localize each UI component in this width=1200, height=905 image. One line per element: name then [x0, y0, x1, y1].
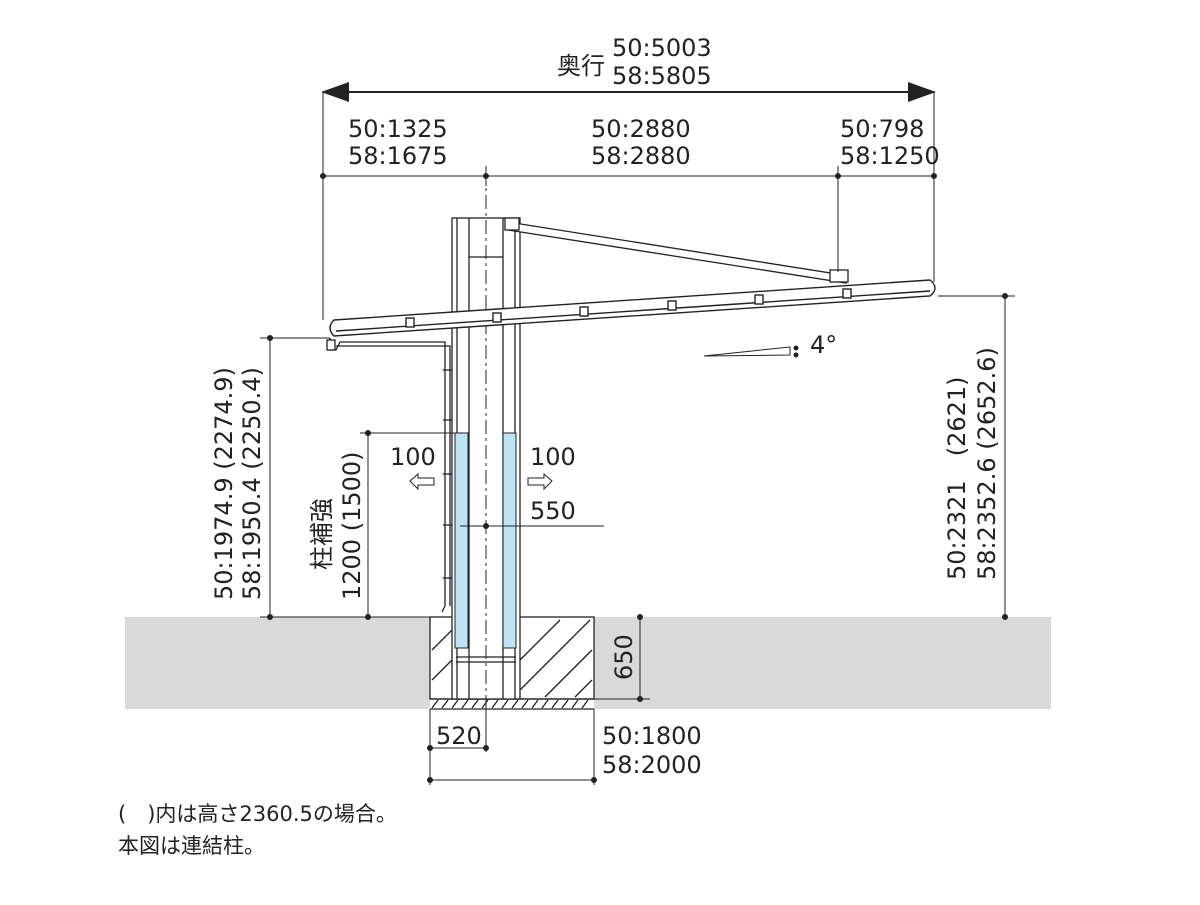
- depth-50: 50:5003: [612, 34, 712, 62]
- left-height-58: 58:1950.4 (2250.4): [238, 367, 266, 600]
- seg2-58: 58:2880: [591, 142, 691, 170]
- segment-dimension: [320, 92, 937, 320]
- ground-left: [125, 617, 430, 709]
- ground-right: [594, 617, 1051, 709]
- inner-550: 550: [530, 497, 576, 525]
- offset-left-arrow: [409, 472, 435, 491]
- reinforce-label: 柱補強: [308, 498, 336, 570]
- right-height-dimension: [938, 293, 1015, 620]
- right-height-50: 50:2321 (2621): [943, 376, 971, 580]
- bottom-dimensions: [427, 709, 597, 785]
- tension-arm: [504, 217, 849, 284]
- note-parenthesis: ( )内は高さ2360.5の場合。: [118, 802, 397, 826]
- base-50: 50:1800: [602, 722, 702, 750]
- gutter-downspout: [326, 338, 452, 613]
- offset-right: 100: [530, 443, 576, 471]
- reinforce-value: 1200 (1500): [338, 451, 366, 600]
- right-height-58: 58:2352.6 (2652.6): [973, 347, 1001, 580]
- seg2-50: 50:2880: [591, 115, 691, 143]
- left-height-50: 50:1974.9 (2274.9): [210, 367, 238, 600]
- foundation-width: 520: [436, 722, 482, 750]
- reinforce-dimension: [360, 430, 455, 620]
- seg3-58: 58:1250: [840, 142, 940, 170]
- depth-label: 奥行: [557, 52, 605, 80]
- depth-58: 58:5805: [612, 62, 712, 90]
- base-58: 58:2000: [602, 751, 702, 779]
- offset-right-arrow: [527, 472, 553, 491]
- seg1-50: 50:1325: [348, 115, 448, 143]
- slope-indicator: [703, 345, 799, 358]
- reinforcement-left: [454, 432, 469, 649]
- slope-angle: 4°: [810, 331, 837, 359]
- inner-550-dimension: [460, 523, 604, 529]
- seg1-58: 58:1675: [348, 142, 448, 170]
- roof-beam: [329, 279, 936, 337]
- reinforcement-right: [502, 432, 517, 649]
- seg3-50: 50:798: [840, 115, 924, 143]
- foundation-depth: 650: [610, 634, 638, 680]
- foundation-depth-dimension: [594, 614, 650, 702]
- left-height-dimension: [260, 335, 430, 620]
- offset-left: 100: [390, 443, 436, 471]
- note-connected-post: 本図は連結柱。: [118, 834, 265, 858]
